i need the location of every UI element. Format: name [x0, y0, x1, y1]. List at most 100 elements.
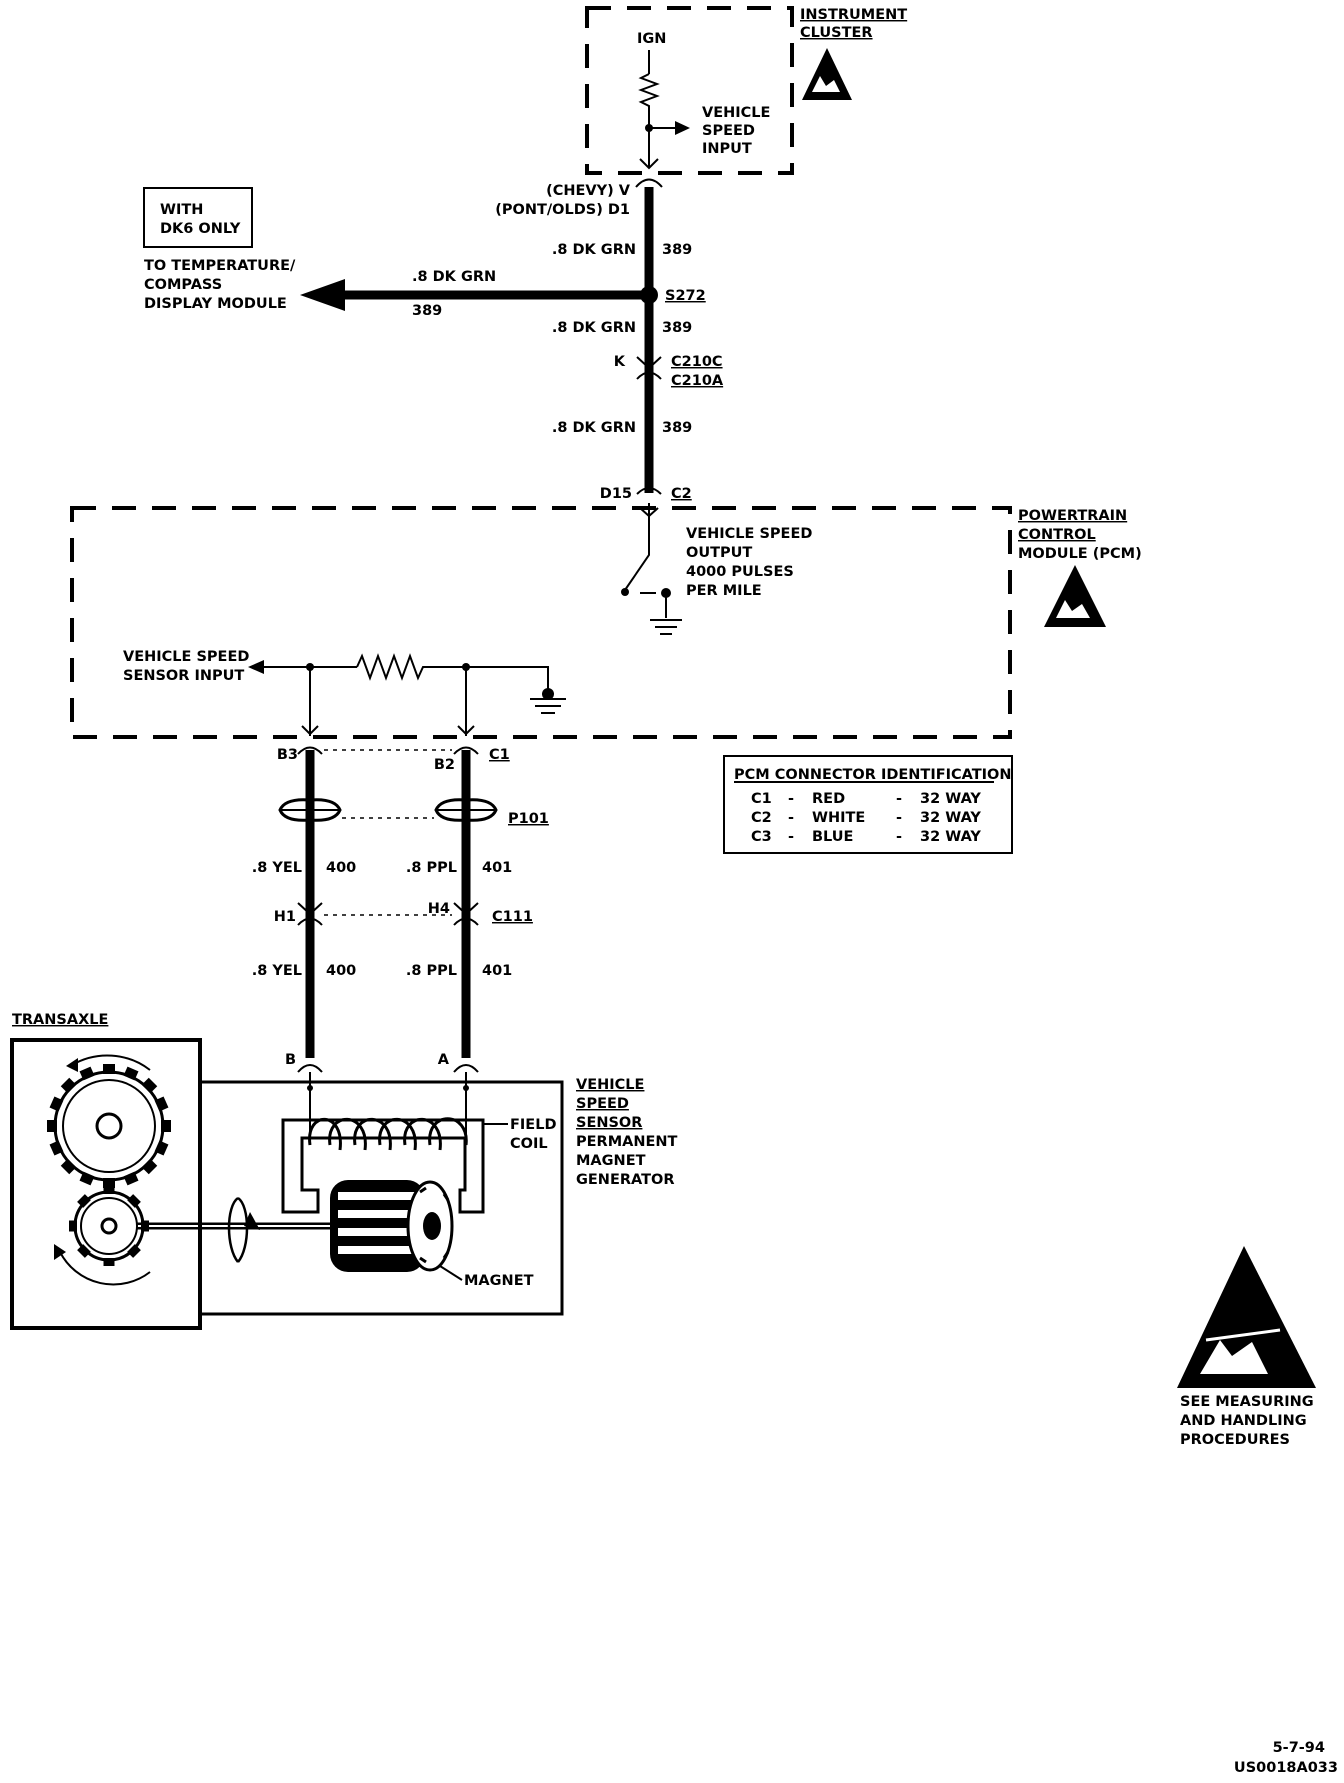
- pcm-table-sep-c1: -: [788, 791, 794, 807]
- instrument-cluster-boundary: [585, 6, 794, 175]
- pcm-boundary: [70, 506, 1012, 739]
- splice-s272-dot: [640, 286, 658, 304]
- ground-symbol-icon: [530, 698, 566, 714]
- option-box-line1: WITH: [160, 202, 203, 218]
- c1-pin-b2-label: B2: [434, 757, 455, 773]
- small-gear-icon: [69, 1186, 149, 1266]
- cluster-resistor-icon: [638, 73, 660, 128]
- cluster-connector-label-line2: (PONT/OLDS) D1: [495, 202, 630, 218]
- vss-desc-line1: PERMANENT: [576, 1134, 678, 1150]
- c210c-label: C210C: [671, 354, 723, 370]
- field-coil-icon: [308, 1117, 468, 1151]
- c1-name-label: C1: [489, 747, 510, 763]
- vsi-label-line3: INPUT: [702, 141, 752, 157]
- pcm-c1-connector: [297, 746, 479, 755]
- p101-label: P101: [508, 811, 549, 827]
- c210-pin-label: K: [614, 354, 626, 370]
- gear-rotation-arrow-icon: [71, 1054, 151, 1071]
- rotation-arrow-icon: [227, 1196, 249, 1263]
- esd-warning-large-icon: [1177, 1246, 1316, 1388]
- vsi-label-line2: SPEED: [702, 123, 755, 139]
- circuit-number-389-2: 389: [662, 320, 692, 336]
- temp-module-arrow-icon: [300, 279, 345, 311]
- circuit-number-400-2: 400: [326, 963, 356, 979]
- circuit-number-401-2: 401: [482, 963, 512, 979]
- pcm-title-line3: MODULE (PCM): [1018, 546, 1142, 562]
- vss-title-line2: SPEED: [576, 1096, 629, 1112]
- pcm-module: POWERTRAIN CONTROL MODULE (PCM) VEHICLE …: [70, 506, 1142, 739]
- vss-desc-line3: GENERATOR: [576, 1172, 675, 1188]
- pcm-table-color-c2: WHITE: [812, 810, 865, 826]
- c111-connector: [297, 902, 479, 926]
- vso-label-line1: VEHICLE SPEED: [686, 526, 812, 542]
- magnet-rotor: [330, 1180, 454, 1272]
- circuit-number-400-1: 400: [326, 860, 356, 876]
- pcm-c2-pin-label: D15: [600, 486, 632, 502]
- vsi-label-line1: VEHICLE: [702, 105, 770, 121]
- footer-date: 5-7-94: [1273, 1740, 1325, 1756]
- temp-module-label-line3: DISPLAY MODULE: [144, 296, 287, 312]
- field-coil-label-line1: FIELD: [510, 1117, 556, 1133]
- esd-notice-line1: SEE MEASURING: [1180, 1394, 1314, 1410]
- pcm-table-color-c3: BLUE: [812, 829, 853, 845]
- wire-label-yel-1: .8 YEL: [252, 860, 302, 876]
- vss-desc-line2: MAGNET: [576, 1153, 646, 1169]
- temp-module-label-line2: COMPASS: [144, 277, 222, 293]
- esd-warning-icon: [802, 48, 852, 100]
- vss-pin-a-label: A: [438, 1052, 450, 1068]
- vso-label-line3: 4000 PULSES: [686, 564, 794, 580]
- cluster-connector-icon: [639, 158, 659, 170]
- c111-pin-h4-label: H4: [428, 901, 450, 917]
- c210-connector: [636, 356, 662, 380]
- cluster-connector-label-line1: (CHEVY) V: [546, 183, 631, 199]
- wire-label-yel-2: .8 YEL: [252, 963, 302, 979]
- pcm-table-title: PCM CONNECTOR IDENTIFICATION: [734, 767, 1012, 783]
- pcm-resistor-icon: [356, 653, 549, 694]
- c111-name-label: C111: [492, 909, 533, 925]
- option-box-line2: DK6 ONLY: [160, 221, 241, 237]
- vso-label-line4: PER MILE: [686, 583, 762, 599]
- wire-label-ppl-2: .8 PPL: [406, 963, 457, 979]
- c111-pin-h1-label: H1: [274, 909, 296, 925]
- vss-connector: [297, 1064, 479, 1073]
- pcm-table-conn-c3: C3: [751, 829, 772, 845]
- vsi-arrow-icon: [675, 121, 690, 135]
- pcm-table-sep-c3: -: [788, 829, 794, 845]
- footer-code: US0018A033: [1234, 1760, 1338, 1776]
- pcm-table-conn-c1: C1: [751, 791, 772, 807]
- splice-s272-label: S272: [665, 288, 706, 304]
- circuit-number-389-3: 389: [662, 420, 692, 436]
- esd-notice-line3: PROCEDURES: [1180, 1432, 1290, 1448]
- p101-grommet: [278, 798, 498, 822]
- vss-title-line1: VEHICLE: [576, 1077, 644, 1093]
- wire-label-ppl-1: .8 PPL: [406, 860, 457, 876]
- pcm-title-line2: CONTROL: [1018, 527, 1096, 543]
- wire-label-dk-grn-2: .8 DK GRN: [552, 320, 636, 336]
- instrument-cluster: INSTRUMENT CLUSTER IGN VEHICLE SPEED INP…: [585, 6, 907, 188]
- transaxle-housing: [10, 1038, 202, 1330]
- c1-pin-b3-label: B3: [277, 747, 298, 763]
- wire-label-dk-grn-3: .8 DK GRN: [552, 420, 636, 436]
- pcm-title-line1: POWERTRAIN: [1018, 508, 1127, 524]
- transaxle-label: TRANSAXLE: [12, 1012, 108, 1028]
- pcm-table-sep2-c2: -: [896, 810, 902, 826]
- vssi-arrow-icon: [248, 660, 264, 674]
- instrument-cluster-title-line2: CLUSTER: [800, 25, 873, 41]
- vss-pin-b-label: B: [285, 1052, 296, 1068]
- field-coil-label-line2: COIL: [510, 1136, 548, 1152]
- pcm-c2-name-label: C2: [671, 486, 692, 502]
- pcm-table-sep2-c1: -: [896, 791, 902, 807]
- vssi-label-line1: VEHICLE SPEED: [123, 649, 249, 665]
- esd-warning-icon: [1044, 565, 1106, 627]
- circuit-number-389-1: 389: [662, 242, 692, 258]
- pcm-table-ways-c3: 32 WAY: [920, 829, 981, 845]
- pcm-table-ways-c2: 32 WAY: [920, 810, 981, 826]
- ign-label: IGN: [637, 31, 666, 47]
- ground-symbol-icon: [650, 619, 682, 635]
- pcm-table-sep-c2: -: [788, 810, 794, 826]
- pcm-connector-table: PCM CONNECTOR IDENTIFICATION C1 - RED - …: [723, 755, 1013, 854]
- vso-switch-icon: [624, 530, 650, 591]
- pcm-table-color-c1: RED: [812, 791, 845, 807]
- pcm-table-ways-c1: 32 WAY: [920, 791, 981, 807]
- c210a-label: C210A: [671, 373, 724, 389]
